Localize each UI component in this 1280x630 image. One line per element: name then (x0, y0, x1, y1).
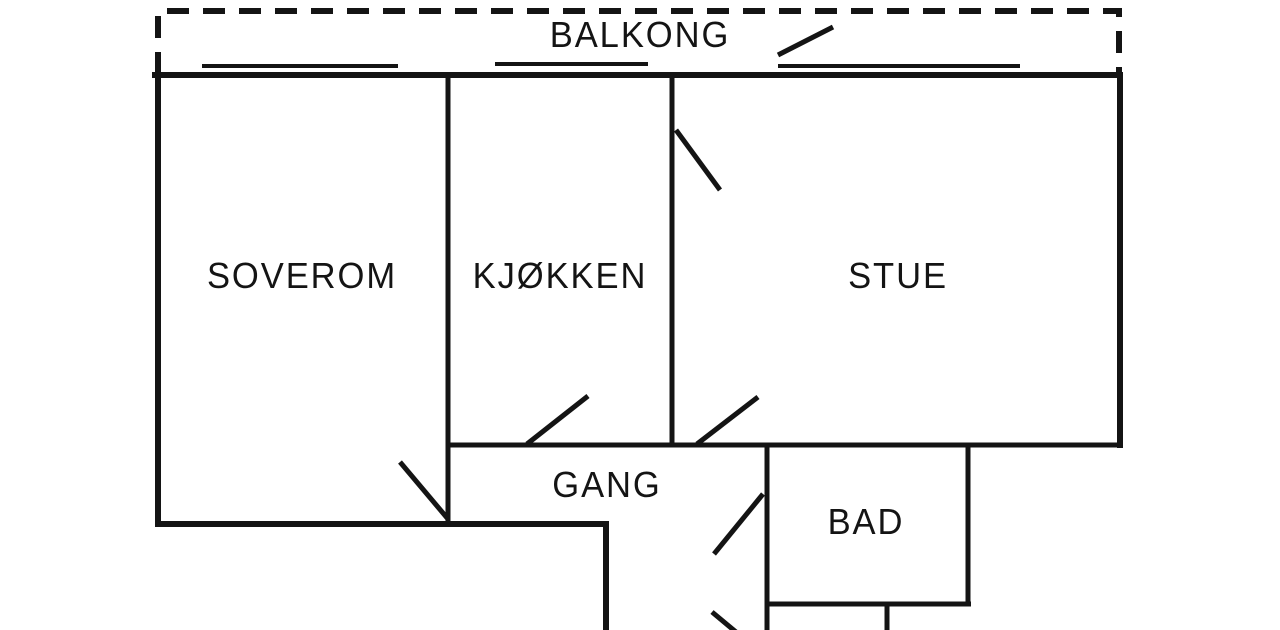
kjokken-door-swing (525, 394, 590, 446)
room-label-bad: BAD (827, 501, 905, 542)
room-label-gang: GANG (552, 464, 662, 505)
balcony-dashed-outline (155, 8, 1122, 74)
room-label-balkong: BALKONG (549, 14, 731, 55)
room-label-kjokken: KJØKKEN (472, 255, 648, 296)
bottom-cutoff-door-swing (710, 610, 738, 630)
gang-stue-door-swing (695, 395, 760, 446)
room-label-stue: STUE (848, 255, 948, 296)
stue-door-swing (673, 128, 723, 192)
balcony-door-swing (776, 24, 835, 58)
room-label-soverom: SOVEROM (206, 255, 398, 296)
bad-door-swing (712, 492, 765, 556)
soverom-door-swing (398, 460, 450, 521)
